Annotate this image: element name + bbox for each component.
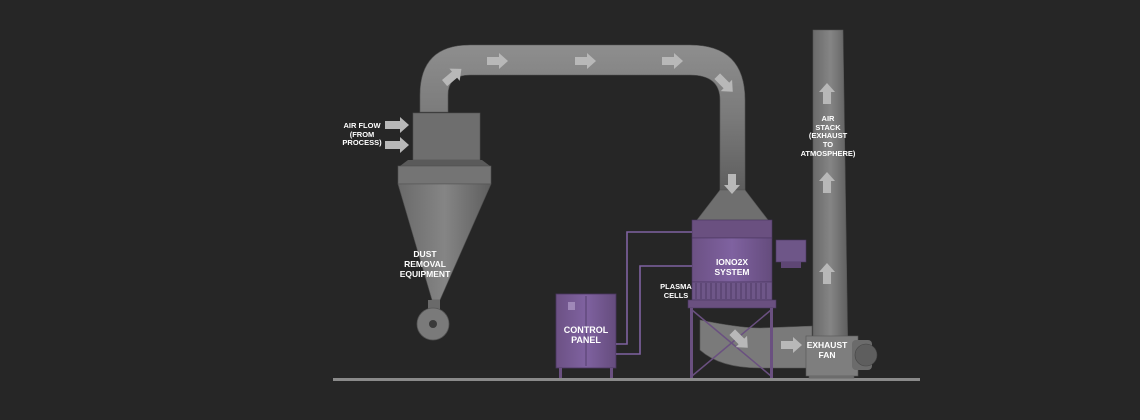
air-stack-label: AIR STACK (EXHAUST TO ATMOSPHERE)	[797, 115, 859, 158]
flow-arrow-icon	[385, 117, 409, 133]
flow-arrow-icon	[385, 137, 409, 153]
control-panel-line-1: CONTROL	[556, 325, 616, 335]
exhaust-fan-label: EXHAUST FAN	[803, 341, 851, 361]
duct-hood	[697, 190, 768, 220]
plasma-cells-line-2: CELLS	[656, 292, 696, 301]
control-panel-line-2: PANEL	[556, 335, 616, 345]
air-stack	[813, 30, 848, 360]
exhaust-fan-line-2: FAN	[803, 351, 851, 361]
cyclone-separator-icon	[398, 113, 491, 340]
iono2x-line-2: SYSTEM	[696, 268, 768, 278]
plasma-cells-label: PLASMA CELLS	[656, 283, 696, 300]
air-stack-line-5: ATMOSPHERE)	[797, 150, 859, 159]
air-flow-label: AIR FLOW (FROM PROCESS)	[338, 122, 386, 148]
dust-removal-label: DUST REMOVAL EQUIPMENT	[390, 250, 460, 279]
air-flow-line-3: PROCESS)	[338, 139, 386, 148]
dust-removal-line-3: EQUIPMENT	[390, 270, 460, 280]
floor-line	[333, 378, 920, 381]
iono2x-system-label: IONO2X SYSTEM	[696, 258, 768, 278]
control-panel-label: CONTROL PANEL	[556, 325, 616, 346]
